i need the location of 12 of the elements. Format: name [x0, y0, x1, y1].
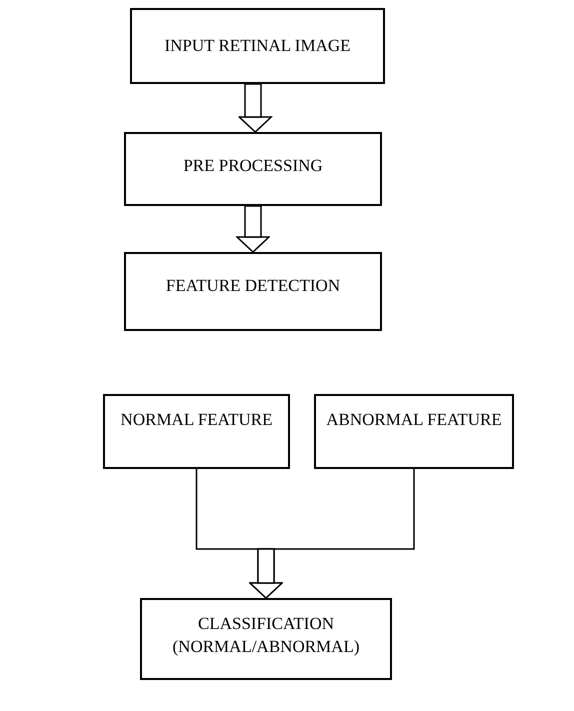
process-box: [314, 394, 514, 469]
box-label: FEATURE DETECTION: [164, 275, 342, 297]
process-box: [124, 132, 382, 206]
process-box: [140, 598, 392, 680]
box-label: NORMAL FEATURE: [120, 409, 274, 431]
process-box: [103, 394, 290, 469]
box-label: ABNORMAL FEATURE: [325, 409, 503, 431]
box-label: PRE PROCESSING: [182, 155, 324, 177]
box-label: INPUT RETINAL IMAGE: [163, 35, 352, 57]
process-box: [124, 252, 382, 331]
box-label: CLASSIFICATION (NORMAL/ABNORMAL): [172, 613, 360, 658]
process-box: [130, 8, 385, 84]
